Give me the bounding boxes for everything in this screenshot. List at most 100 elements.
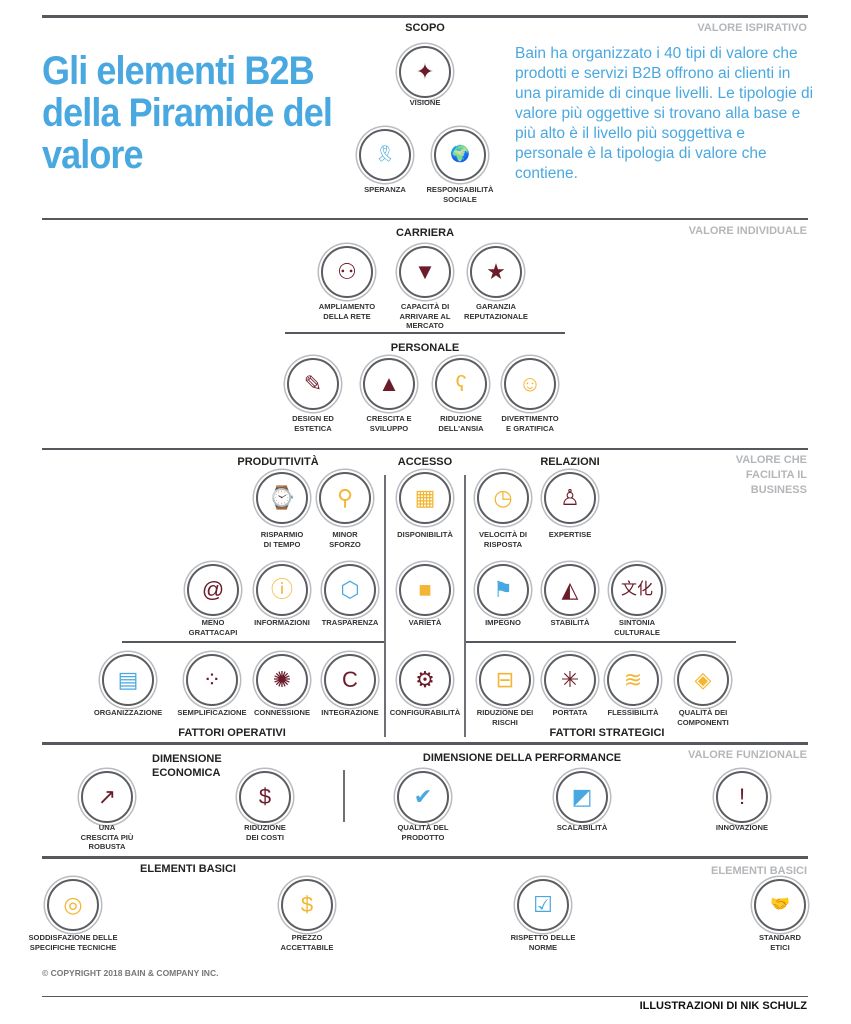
element-label: RIDUZIONE DEI RISCHI xyxy=(476,708,534,727)
section-fattori-strategici: FATTORI STRATEGICI xyxy=(549,727,665,739)
element-label: SCALABILITÀ xyxy=(556,823,608,832)
shelves-icon: ▦ xyxy=(399,472,451,524)
checkmark-badge-icon: ✔ xyxy=(397,771,449,823)
element-label: INFORMAZIONI xyxy=(254,618,310,627)
element-label: SEMPLIFICAZIONE xyxy=(177,708,247,717)
element-label: MENO GRATTACAPI xyxy=(188,618,238,637)
glass-cube-icon: ⬡ xyxy=(324,564,376,616)
element-label: PREZZO ACCETTABILE xyxy=(280,933,334,952)
dots-simplify-icon: ⁘ xyxy=(186,654,238,706)
price-tag-scissors-icon: $ xyxy=(239,771,291,823)
folders-icon: ▤ xyxy=(102,654,154,706)
element-label: GARANZIA REPUTAZIONALE xyxy=(464,302,528,321)
five-star-review-icon: ★ xyxy=(470,246,522,298)
money-hand-icon: $ xyxy=(281,879,333,931)
element-label: STANDARD ETICI xyxy=(758,933,802,952)
level-label-individuale: VALORE INDIVIDUALE xyxy=(688,225,807,237)
element-label: VISIONE xyxy=(409,98,441,107)
element-label: DIVERTIMENTO E GRATIFICA xyxy=(501,414,559,433)
element-label: SODDISFAZIONE DELLE SPECIFICHE TECNICHE xyxy=(28,933,118,952)
section-relazioni: RELAZIONI xyxy=(540,456,600,468)
handshake-icon: 🤝 xyxy=(754,879,806,931)
element-label: QUALITÀ DEL PRODOTTO xyxy=(397,823,449,842)
divider-accesso-right xyxy=(464,475,466,737)
divider-individuale xyxy=(42,448,808,450)
seatbelt-icon: ⊟ xyxy=(479,654,531,706)
puzzle-c-icon: C xyxy=(324,654,376,706)
spiral-arrow-icon: @ xyxy=(187,564,239,616)
element-label: MINOR SFORZO xyxy=(329,530,361,549)
element-label: CAPACITÀ DI ARRIVARE AL MERCATO xyxy=(399,302,451,330)
divider-operativi xyxy=(122,641,384,643)
level-label-basici: ELEMENTI BASICI xyxy=(711,865,807,877)
section-elementi-basici: ELEMENTI BASICI xyxy=(140,863,236,875)
element-label: CONFIGURABILITÀ xyxy=(389,708,461,717)
starburst-icon: ✳ xyxy=(544,654,596,706)
element-label: ORGANIZZAZIONE xyxy=(93,708,163,717)
section-produttivita: PRODUTTIVITÀ xyxy=(237,456,319,468)
element-label: UNA CRESCITA PIÙ ROBUSTA xyxy=(80,823,134,851)
idea-note-icon: ! xyxy=(716,771,768,823)
element-label: DISPONIBILITÀ xyxy=(397,530,453,539)
culture-characters-icon: 文化 xyxy=(611,564,663,616)
section-accesso: ACCESSO xyxy=(397,456,453,468)
section-personale: PERSONALE xyxy=(390,342,460,354)
divider-dimensioni xyxy=(343,770,345,822)
divider-funzionale xyxy=(42,856,808,859)
element-label: EXPERTISE xyxy=(548,530,592,539)
section-fattori-operativi: FATTORI OPERATIVI xyxy=(178,727,286,739)
teddy-bear-icon: ʕ xyxy=(435,358,487,410)
element-label: IMPEGNO xyxy=(485,618,521,627)
network-people-icon: ⚇ xyxy=(321,246,373,298)
page-title: Gli elementi B2B della Piramide del valo… xyxy=(42,49,333,177)
illustration-credit: ILLUSTRAZIONI DI NIK SCHULZ xyxy=(639,1000,807,1012)
watch-icon: ⌚ xyxy=(256,472,308,524)
mountain-icon: ◭ xyxy=(544,564,596,616)
divider-business xyxy=(42,742,808,745)
element-label: SPERANZA xyxy=(364,185,406,194)
expert-person-icon: ♙ xyxy=(544,472,596,524)
element-label: INTEGRAZIONE xyxy=(321,708,379,717)
info-icon: ⓘ xyxy=(256,564,308,616)
intro-text: Bain ha organizzato i 40 tipi di valore … xyxy=(515,45,814,182)
section-dimensione-performance: DIMENSIONE DELLA PERFORMANCE xyxy=(422,752,622,764)
chip-icon: ◈ xyxy=(677,654,729,706)
trend-up-icon: ↗ xyxy=(81,771,133,823)
element-label: DESIGN ED ESTETICA xyxy=(292,414,334,433)
element-label: SINTONIA CULTURALE xyxy=(614,618,660,637)
divider-accesso-left xyxy=(384,475,386,737)
flag-icon: ⚑ xyxy=(477,564,529,616)
element-label: PORTATA xyxy=(552,708,588,717)
element-label: QUALITÀ DEI COMPONENTI xyxy=(677,708,729,727)
element-label: RIDUZIONE DEI COSTI xyxy=(244,823,286,842)
divider-ispirativo xyxy=(42,218,808,220)
pencil-ruler-icon: ✎ xyxy=(287,358,339,410)
copyright: © COPYRIGHT 2018 BAIN & COMPANY INC. xyxy=(42,968,219,978)
level-label-ispirativo: VALORE ISPIRATIVO xyxy=(697,22,807,34)
robot-arms-icon: ⚙ xyxy=(399,654,451,706)
element-label: INNOVAZIONE xyxy=(715,823,769,832)
divider-carriera-personale xyxy=(285,332,565,334)
element-label: RIDUZIONE DELL'ANSIA xyxy=(438,414,484,433)
smiley-icon: ☺ xyxy=(504,358,556,410)
element-label: RESPONSABILITÀ SOCIALE xyxy=(426,185,494,204)
shapes-icon: ■ xyxy=(399,564,451,616)
clock-arrow-icon: ◷ xyxy=(477,472,529,524)
level-label-business: VALORE CHE FACILITA IL BUSINESS xyxy=(735,454,807,496)
clipboard-checklist-icon: ☑ xyxy=(517,879,569,931)
hands-globe-icon: 🌍 xyxy=(434,129,486,181)
element-label: CONNESSIONE xyxy=(253,708,311,717)
element-label: CRESCITA E SVILUPPO xyxy=(366,414,412,433)
element-label: RISPETTO DELLE NORME xyxy=(510,933,576,952)
pulley-icon: ⚲ xyxy=(319,472,371,524)
element-label: VARIETÀ xyxy=(408,618,442,627)
section-scopo: SCOPO xyxy=(405,22,445,34)
element-label: TRASPARENZA xyxy=(321,618,379,627)
ribbon-icon: 🎗 xyxy=(359,129,411,181)
level-label-funzionale: VALORE FUNZIONALE xyxy=(688,749,807,761)
spring-icon: ≋ xyxy=(607,654,659,706)
divider-bottom xyxy=(42,996,808,997)
section-dimensione-economica: DIMENSIONE ECONOMICA xyxy=(152,753,222,779)
section-carriera: CARRIERA xyxy=(395,227,455,239)
divider-top xyxy=(42,15,808,18)
